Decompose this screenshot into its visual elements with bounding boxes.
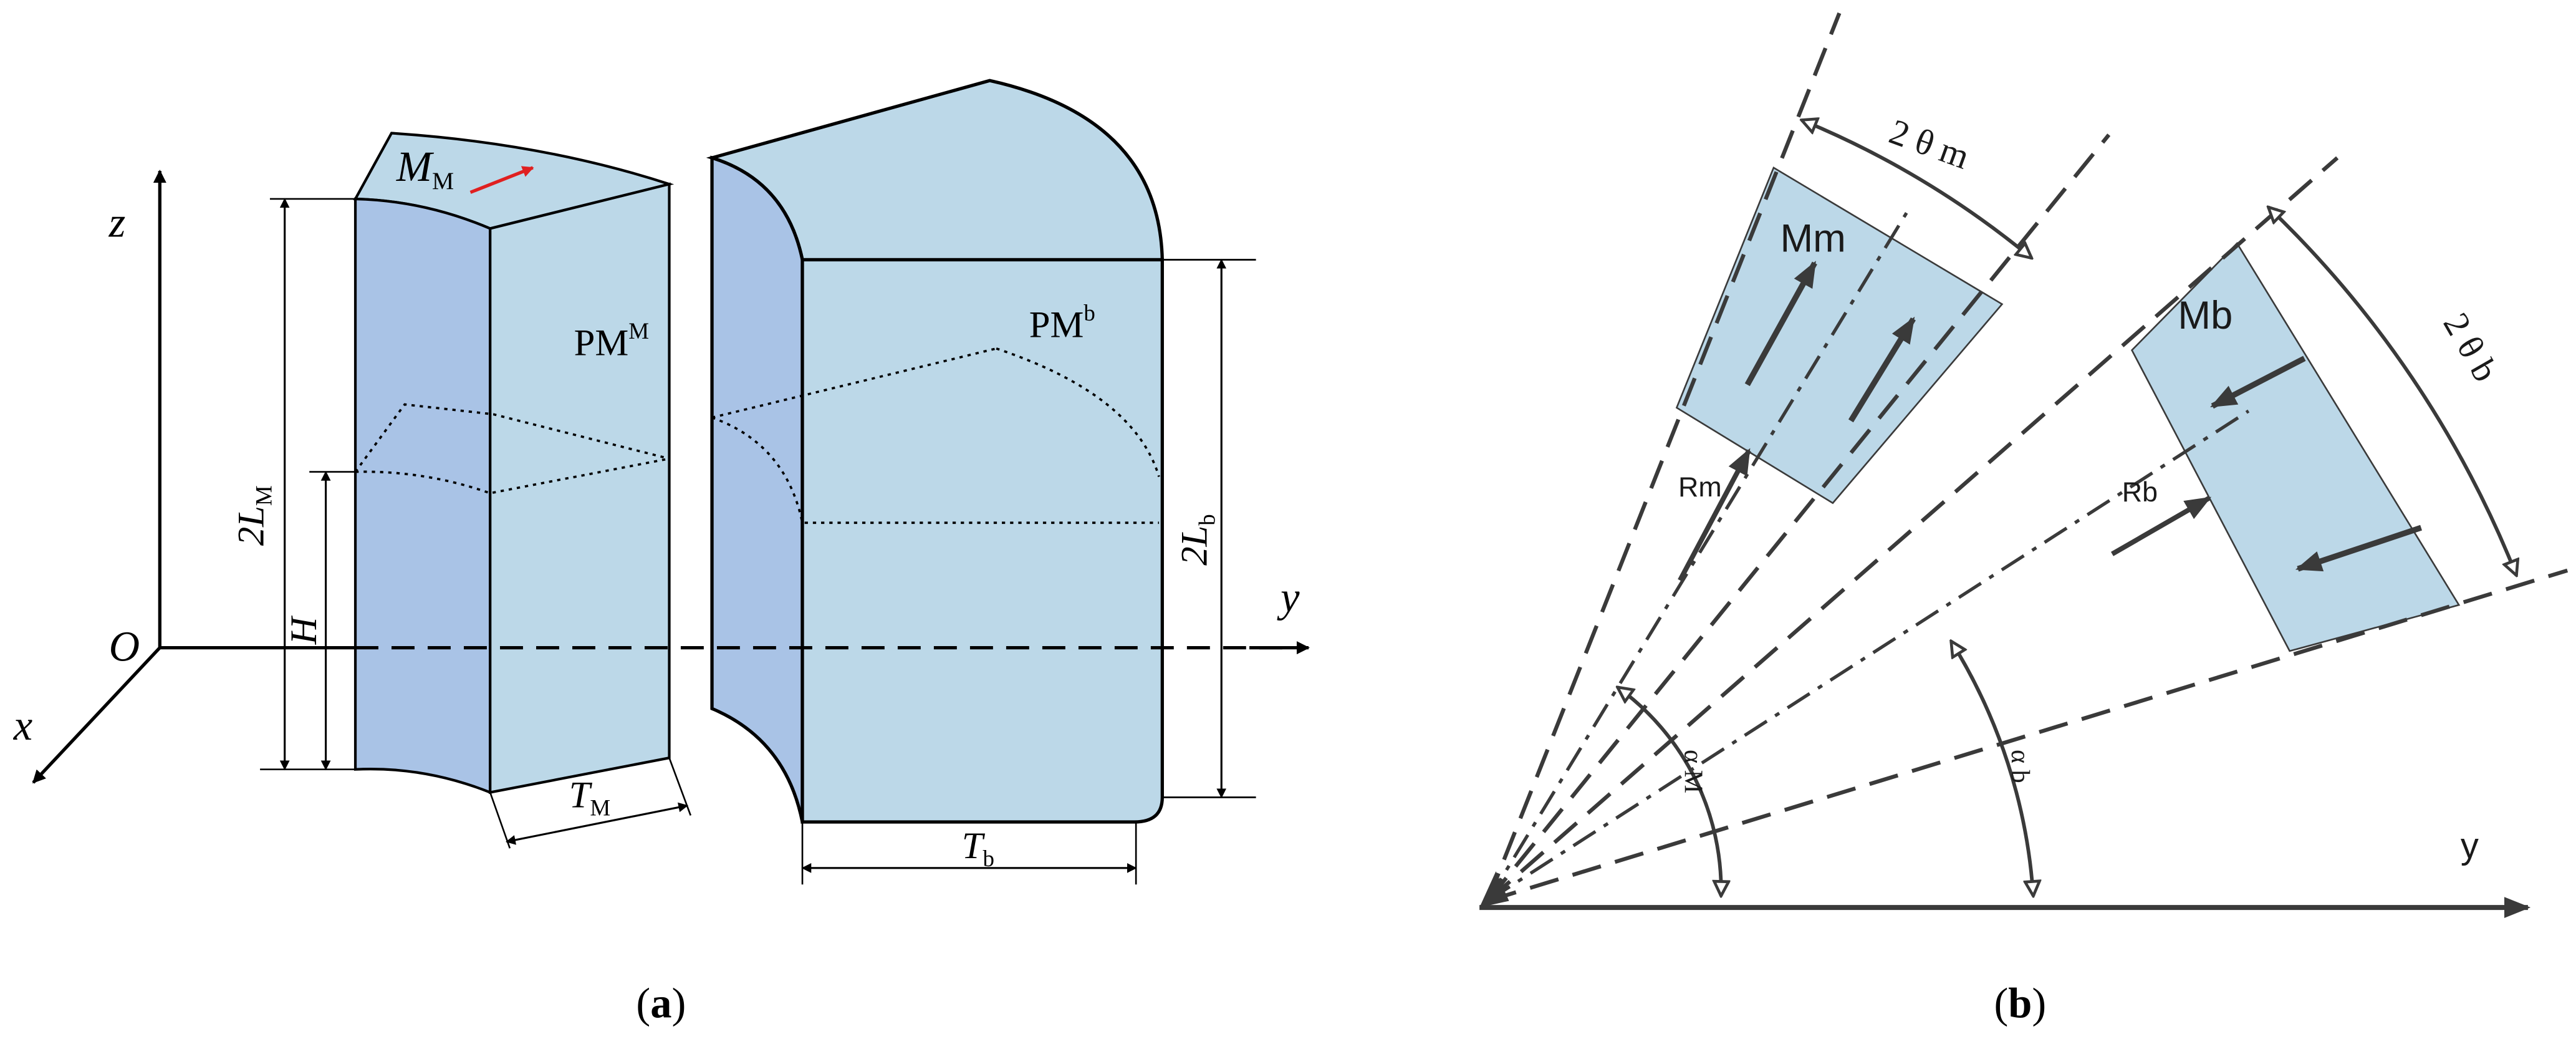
magnet-b-dotted-inner [711, 416, 1160, 524]
mag-direction-arrow-m [469, 166, 534, 194]
mag-m-label: MM [396, 143, 454, 195]
origin-fan [1479, 871, 1509, 908]
caption-a: (a) [636, 980, 686, 1027]
magnet-b-label: PMb [1029, 300, 1095, 346]
panel-b: Mm Mb Rm Rb 2 θ m 2 θ b α M α b y (b) [1479, 12, 2569, 1027]
magnet-b-front-face [800, 258, 1164, 824]
origin-label: O [109, 623, 140, 670]
mag-arrow-m1 [1744, 261, 1817, 387]
magnet-m-side-face [489, 182, 671, 795]
centerline-b [1486, 409, 2250, 902]
x-axis [32, 646, 161, 784]
magnet-m-front-face [353, 197, 492, 795]
label-alpha-m: α M [1679, 750, 1708, 793]
dim-tm-label: TM [569, 774, 611, 820]
caption-b: (b) [1994, 980, 2046, 1027]
boundary-line-m1 [1486, 12, 1842, 902]
dim-tm-ext-left [489, 792, 511, 849]
arc-2theta-m [1802, 120, 2032, 258]
radius-arrow-b [2111, 496, 2212, 556]
panel-a: z x y O MM PMM PMb 2LM H TM 2Lb Tb (a) [13, 79, 1310, 1027]
dim-h-label: H [283, 615, 325, 645]
x-axis-label: x [13, 702, 32, 749]
label-2theta-b: 2 θ b [2436, 306, 2507, 389]
y-axis-label: y [1277, 574, 1300, 621]
z-axis-label: z [108, 199, 126, 246]
dim-2lb-label: 2Lb [1174, 514, 1220, 565]
mag-arrow-m2 [1848, 316, 1916, 423]
label-mm: Mm [1781, 216, 1846, 260]
dim-2lm-label: 2LM [230, 485, 276, 546]
arc-alpha-b [1951, 641, 2034, 896]
centerline-m [1486, 206, 1912, 902]
magnet-b-dotted-arc [996, 347, 1160, 477]
label-rm: Rm [1678, 471, 1722, 503]
dim-tb-label: Tb [962, 825, 994, 871]
magnet-m-label: PMM [574, 318, 649, 364]
magnet-b-inner-face [710, 155, 804, 823]
y-axis-label-b: y [2461, 826, 2479, 866]
label-mb: Mb [2178, 294, 2232, 337]
dim-tm-line [505, 802, 689, 845]
boundary-line-m2 [1486, 133, 2111, 902]
label-rb: Rb [2122, 476, 2158, 508]
label-alpha-b: α b [2006, 750, 2035, 783]
magnet-m-dotted-section [354, 403, 670, 473]
arc-2theta-b [2268, 207, 2516, 575]
radius-arrow-m [1678, 448, 1751, 582]
arc-alpha-m [1618, 687, 1721, 896]
magnet-m-dotted-section-lower [355, 457, 670, 495]
